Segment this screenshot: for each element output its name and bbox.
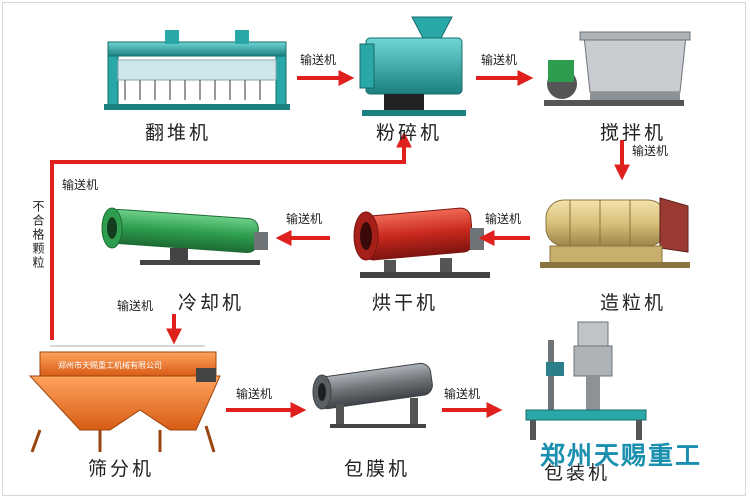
conveyor-label: 输送机	[286, 212, 323, 226]
coater-label: 包膜机	[344, 458, 411, 480]
screener-nameplate: 郑州市天赐重工机械有限公司	[58, 361, 162, 370]
arrow-return-to-crusher	[50, 131, 412, 340]
screener-label: 筛分机	[88, 458, 155, 480]
packer-machine-image	[525, 321, 647, 440]
cooler-machine-image	[101, 207, 268, 265]
conveyor-label: 输送机	[632, 144, 669, 158]
company-watermark: 郑州天赐重工	[540, 441, 703, 470]
conveyor-label: 输送机	[485, 212, 522, 226]
packer-label: 包装机	[544, 462, 611, 484]
conveyor-label: 输送机	[444, 387, 481, 401]
conveyor-label: 输送机	[117, 299, 154, 313]
turner-label: 翻堆机	[145, 122, 212, 144]
screener-machine-image	[28, 345, 221, 453]
granulator-label: 造粒机	[600, 292, 667, 314]
granulator-machine-image	[540, 197, 690, 268]
mixer-machine-image	[544, 31, 691, 106]
conveyor-label: 输送机	[236, 387, 273, 401]
mixer-label: 搅拌机	[600, 122, 667, 144]
coater-machine-image	[312, 362, 433, 428]
conveyor-label: 输送机	[481, 53, 518, 67]
crusher-machine-image	[359, 16, 466, 116]
cooler-label: 冷却机	[178, 292, 245, 314]
return-granules-label: 不合格颗粒	[31, 200, 45, 270]
dryer-machine-image	[353, 207, 490, 278]
crusher-label: 粉碎机	[376, 122, 443, 144]
conveyor-label: 输送机	[300, 53, 337, 67]
conveyor-label: 输送机	[62, 178, 99, 192]
dryer-label: 烘干机	[372, 292, 439, 314]
turner-machine-image	[104, 30, 290, 110]
